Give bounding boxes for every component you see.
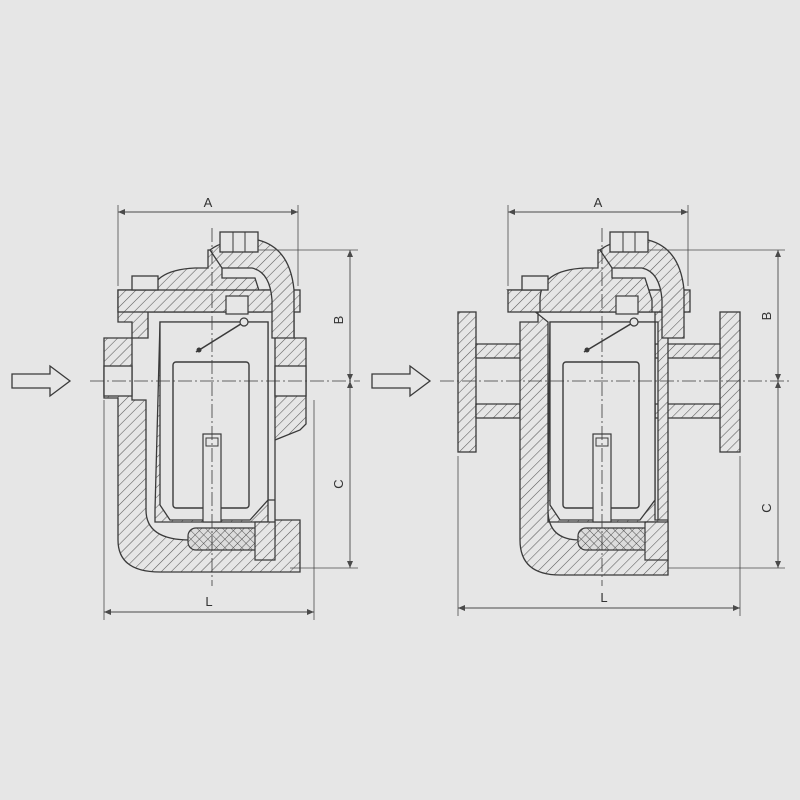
right-dimension-b: B [648, 249, 785, 381]
left-cover-flange [117, 289, 301, 313]
right-bottom-plug [644, 521, 669, 561]
left-dimension-c: C [290, 381, 358, 569]
right-cover-bolt [521, 275, 549, 291]
right-inlet-flange [457, 311, 477, 453]
left-valve-seat [225, 295, 249, 315]
left-dimension-l: L [103, 400, 315, 620]
left-trap-body [103, 231, 307, 573]
right-label-a: A [594, 195, 603, 210]
right-outlet-flange [719, 311, 741, 453]
right-label-l: L [600, 590, 607, 605]
right-flow-arrow-icon [371, 364, 432, 398]
right-hex-plug [609, 231, 649, 253]
right-valve-seat [615, 295, 639, 315]
right-trap-body [457, 231, 741, 576]
right-lever [583, 321, 635, 353]
left-hex-plug [219, 231, 259, 253]
left-bottom-plug [254, 521, 276, 561]
left-label-b: B [331, 316, 346, 325]
left-cover-bolt [131, 275, 159, 291]
right-steam-trap-view: A B C L [371, 195, 790, 616]
right-strainer-screen [577, 527, 655, 551]
right-label-b: B [759, 312, 774, 321]
left-label-l: L [205, 594, 212, 609]
right-dimension-l: L [457, 456, 741, 616]
left-strainer-screen [187, 527, 265, 551]
left-flow-arrow-icon [11, 364, 72, 398]
left-steam-trap-view: A B C L [11, 195, 360, 620]
left-dimension-b: B [258, 249, 358, 381]
left-lever [195, 321, 245, 353]
left-label-c: C [331, 479, 346, 488]
right-dimension-c: C [668, 381, 785, 569]
left-label-a: A [204, 195, 213, 210]
left-dimension-a: A [117, 195, 299, 286]
right-label-c: C [759, 503, 774, 512]
right-dimension-a: A [507, 195, 689, 286]
